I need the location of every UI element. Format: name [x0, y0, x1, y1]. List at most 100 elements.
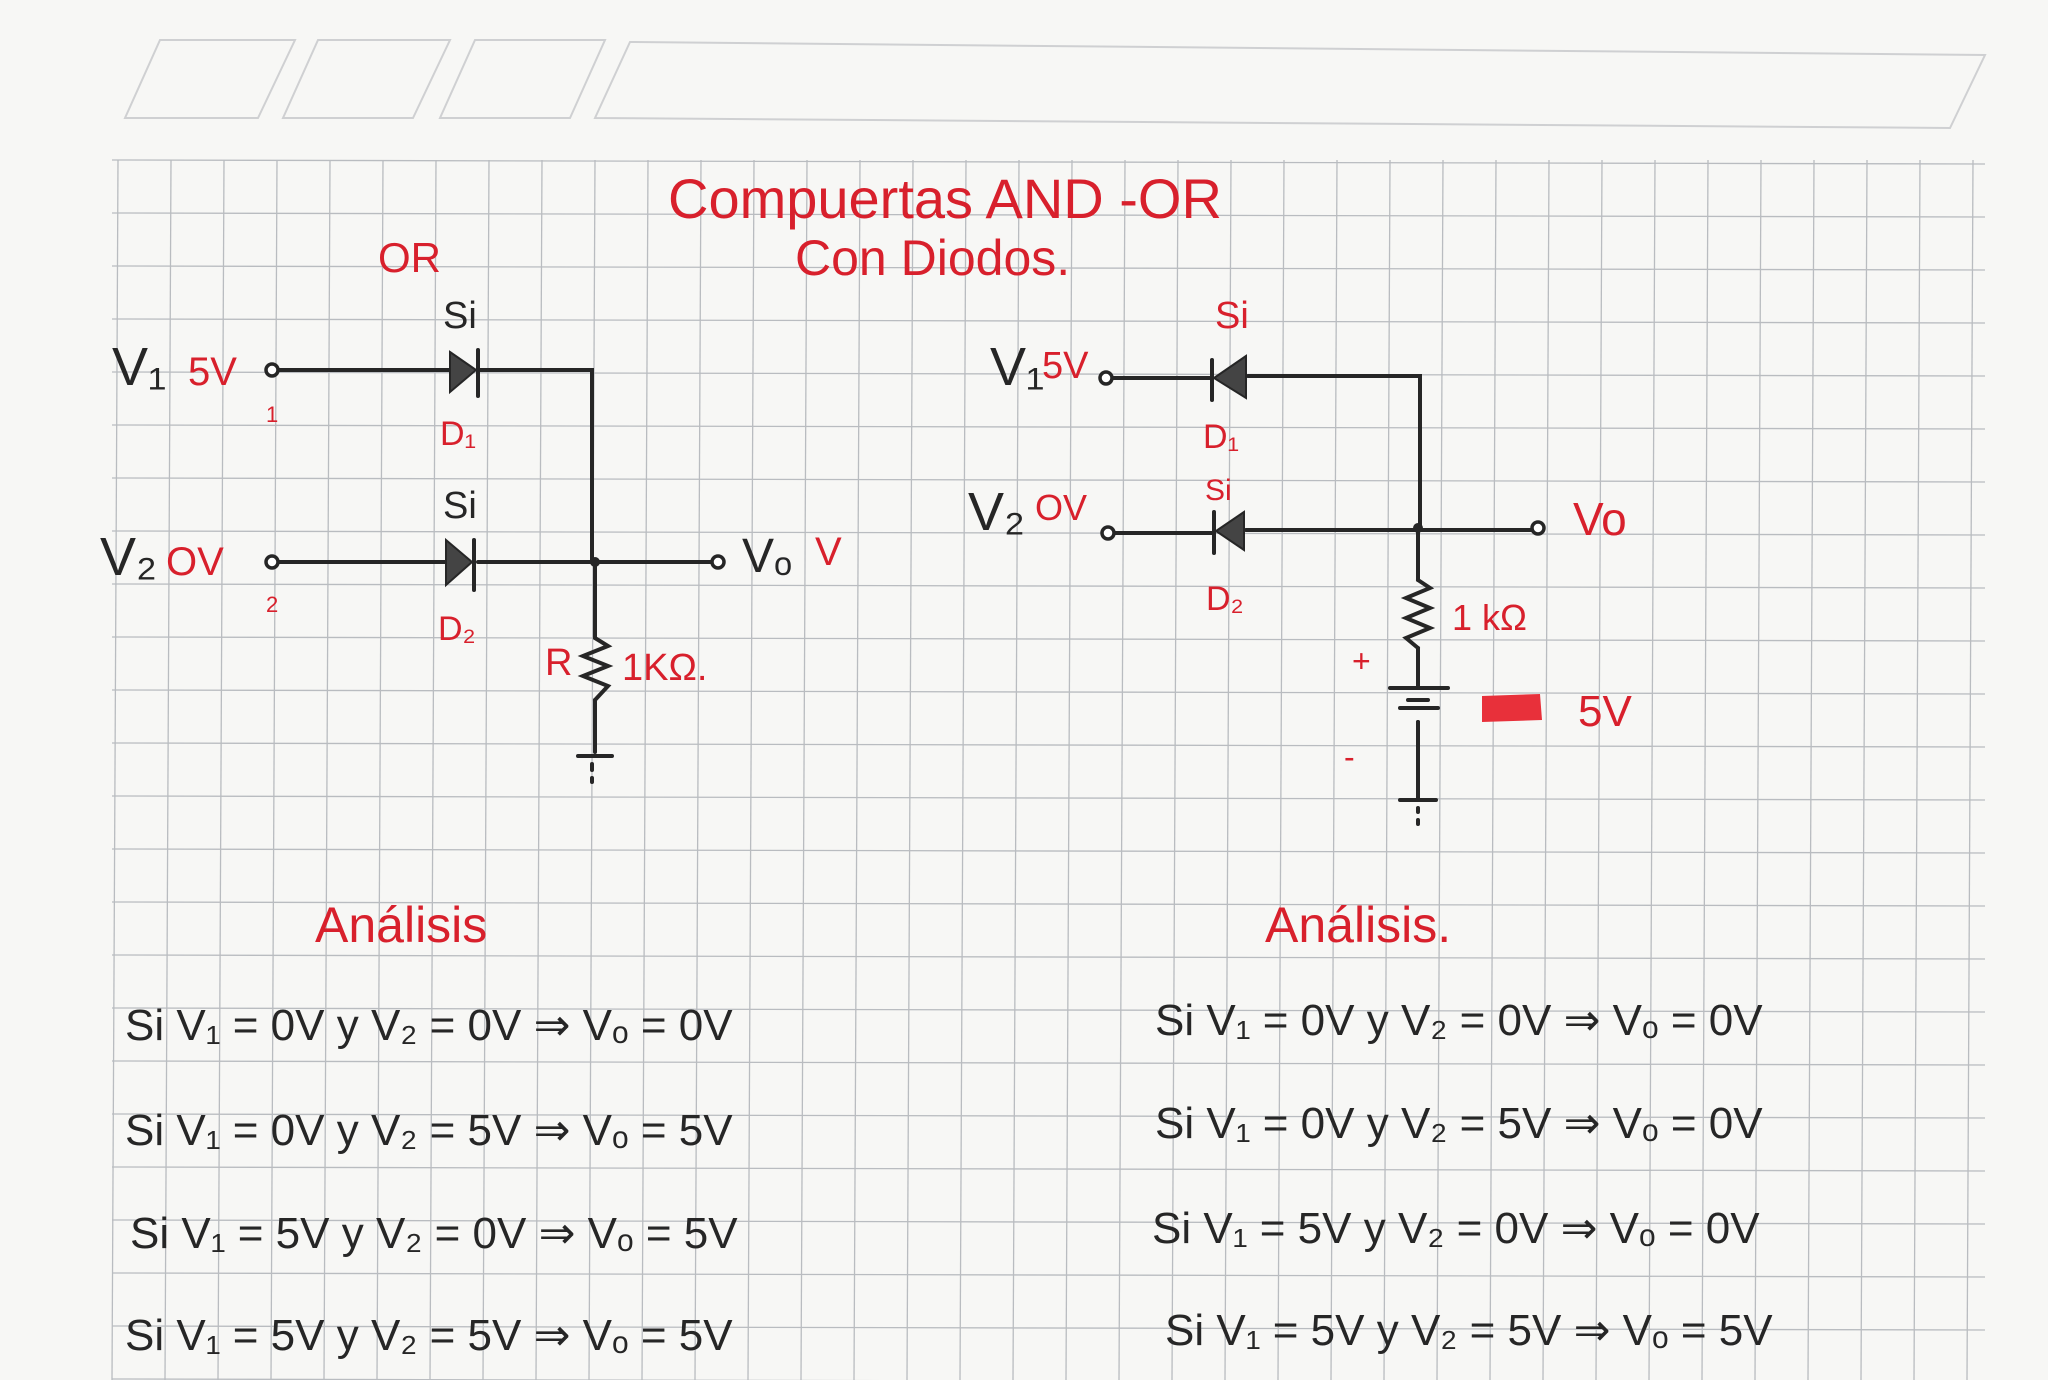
grid-line: [1171, 159, 1179, 1380]
grid-line: [270, 159, 278, 1380]
grid-line: [323, 159, 331, 1380]
or-analysis-row: Si V₁ = 5V y V₂ = 0V ⇒ Vₒ = 5V: [130, 1209, 738, 1258]
and-resistor-value: 1 kΩ: [1452, 597, 1527, 638]
and-analysis-heading: Análisis.: [1265, 897, 1451, 953]
or-circuit: OR V₁ 5V 1 Si D₁ V₂ OV 2 Si D₂ Vₒ V R 1K…: [100, 234, 842, 784]
grid-line: [1489, 159, 1497, 1380]
or-resistor-icon: [577, 636, 614, 702]
or-d2-label: D₂: [438, 610, 476, 648]
grid-line: [111, 1007, 1986, 1013]
or-analysis-heading: Análisis: [315, 897, 487, 953]
or-vo-mark: V: [815, 530, 842, 574]
grid-line: [111, 1219, 1986, 1225]
grid-line: [111, 1113, 1986, 1119]
grid-line: [111, 1272, 1986, 1278]
and-d1-label: D₁: [1203, 418, 1239, 456]
grid-line: [800, 159, 808, 1380]
or-v2-label: V₂: [100, 527, 157, 587]
red-highlight-mark: [1482, 694, 1542, 722]
or-resistor-label: R: [545, 642, 572, 684]
grid-line: [1648, 159, 1656, 1380]
and-d2-material: Si: [1205, 474, 1232, 507]
and-analysis-row: Si V₁ = 0V y V₂ = 5V ⇒ Vₒ = 0V: [1155, 1099, 1763, 1148]
and-battery-value: 5V: [1578, 687, 1632, 736]
or-v2-value: OV: [166, 540, 224, 584]
and-analysis-row: Si V₁ = 0V y V₂ = 0V ⇒ Vₒ = 0V: [1155, 996, 1763, 1045]
grid-line: [217, 159, 225, 1380]
grid-line: [694, 159, 702, 1380]
and-v1-value: 5V: [1042, 345, 1089, 387]
and-battery-icon: [1388, 686, 1450, 724]
grid-line: [111, 318, 1986, 324]
grid-line: [111, 477, 1986, 483]
grid-line: [111, 689, 1986, 695]
and-v2-terminal: [1100, 525, 1116, 541]
grid-line: [959, 159, 967, 1380]
grid-line: [1966, 159, 1974, 1380]
and-v2-label: V₂: [968, 482, 1025, 542]
grid-line: [641, 159, 649, 1380]
grid-line: [111, 159, 1986, 165]
grid-line: [111, 159, 119, 1380]
grid-line: [1118, 159, 1126, 1380]
grid-line: [111, 901, 1986, 907]
or-d1-material: Si: [443, 295, 477, 337]
and-ground-icon: [1398, 798, 1438, 826]
or-ground-icon: [576, 754, 614, 784]
grid-line: [111, 1166, 1986, 1172]
grid-line: [1065, 159, 1073, 1380]
grid-line: [111, 212, 1986, 218]
grid-line: [111, 371, 1986, 377]
grid-line: [1330, 159, 1338, 1380]
grid-line: [1701, 159, 1709, 1380]
grid-line: [111, 848, 1986, 854]
grid-line: [164, 159, 172, 1380]
title-line1: Compuertas AND -OR: [668, 167, 1222, 230]
header-boxes: [123, 39, 1987, 130]
and-battery-plus: +: [1352, 643, 1371, 679]
and-v2-value: OV: [1035, 487, 1087, 528]
or-v1-label: V₁: [112, 337, 166, 397]
or-v1-value: 5V: [188, 350, 237, 394]
grid-line: [1860, 159, 1868, 1380]
and-v1-terminal: [1098, 370, 1114, 386]
or-analysis-row: Si V₁ = 0V y V₂ = 0V ⇒ Vₒ = 0V: [125, 1001, 733, 1050]
grid-line: [1542, 159, 1550, 1380]
and-vo-label: Vo: [1573, 493, 1627, 545]
grid-line: [429, 159, 437, 1380]
and-d1-material: Si: [1215, 295, 1249, 337]
or-v2-terminal: [264, 554, 280, 570]
and-battery-minus: -: [1344, 739, 1355, 775]
grid-line: [1436, 159, 1444, 1380]
and-vo-terminal: [1530, 520, 1546, 536]
and-v1-label: V₁: [990, 337, 1044, 397]
grid-line: [111, 1325, 1986, 1331]
grid-line: [376, 159, 384, 1380]
grid-line: [111, 1060, 1986, 1066]
or-analysis: Análisis Si V₁ = 0V y V₂ = 0V ⇒ Vₒ = 0V …: [125, 897, 738, 1360]
and-circuit: V₁ 5V Si D₁ V₂ OV Si D₂ Vo 1 kΩ + - 5V: [968, 295, 1632, 826]
grid-line: [1807, 159, 1815, 1380]
or-resistor-value: 1KΩ.: [622, 647, 707, 689]
or-analysis-row: Si V₁ = 0V y V₂ = 5V ⇒ Vₒ = 5V: [125, 1106, 733, 1155]
grid-line: [111, 530, 1986, 536]
and-junction: [1413, 523, 1423, 533]
grid-line: [1277, 159, 1285, 1380]
grid-line: [747, 159, 755, 1380]
or-d2-diode-icon: [445, 537, 474, 588]
and-analysis-row: Si V₁ = 5V y V₂ = 0V ⇒ Vₒ = 0V: [1152, 1204, 1760, 1253]
or-d1-label: D₁: [440, 415, 476, 453]
grid-line: [1224, 159, 1232, 1380]
grid-line: [111, 636, 1986, 642]
grid-paper: [111, 159, 1986, 1380]
or-vo-terminal: [710, 554, 726, 570]
or-heading: OR: [378, 234, 441, 281]
grid-line: [1383, 159, 1391, 1380]
grid-line: [482, 159, 490, 1380]
grid-line: [1595, 159, 1603, 1380]
grid-line: [853, 159, 861, 1380]
grid-line: [111, 424, 1986, 430]
or-d2-material: Si: [443, 485, 477, 527]
